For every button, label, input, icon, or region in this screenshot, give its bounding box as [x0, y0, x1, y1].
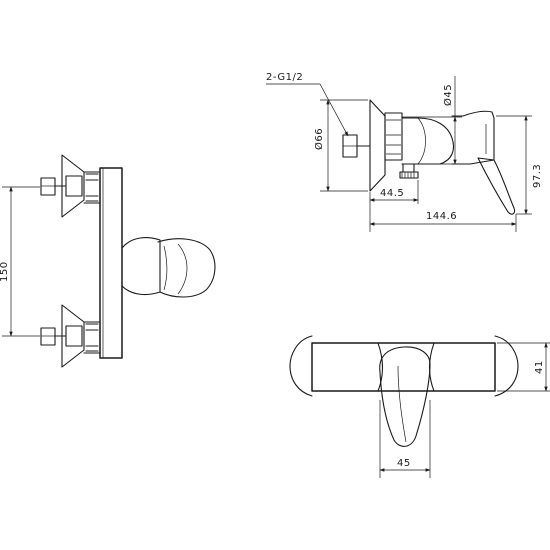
dim-label-41: 41 [534, 360, 545, 374]
dimension-dia66: Ø66 [313, 99, 368, 192]
dimension-144-6: 144.6 [369, 211, 517, 232]
dimension-45: 45 [379, 400, 431, 478]
dim-label-thread: 2-G1/2 [266, 72, 303, 83]
dim-label-dia66: Ø66 [313, 128, 325, 150]
dim-label-97-3: 97.3 [532, 164, 543, 188]
dimension-97-3: 97.3 [496, 115, 543, 215]
dim-label-44-5: 44.5 [380, 188, 404, 199]
lower-connector [40, 304, 101, 368]
front-view: 150 [0, 154, 216, 368]
side-view: Ø66 2-G1/2 Ø45 97.3 44.5 [266, 72, 543, 232]
upper-connector [40, 154, 101, 218]
dim-label-144-6: 144.6 [426, 211, 457, 222]
thread-callout: 2-G1/2 [266, 72, 349, 137]
dimension-150: 150 [0, 186, 40, 337]
lever-handle-front [121, 237, 216, 298]
mixer-body [99, 167, 123, 359]
dim-label-dia45: Ø45 [442, 84, 454, 106]
dim-label-150: 150 [0, 261, 10, 282]
dimension-41: 41 [497, 342, 550, 392]
dim-label-45: 45 [397, 458, 411, 469]
dimension-dia45: Ø45 [402, 76, 462, 165]
plan-view: 45 41 [289, 335, 550, 478]
